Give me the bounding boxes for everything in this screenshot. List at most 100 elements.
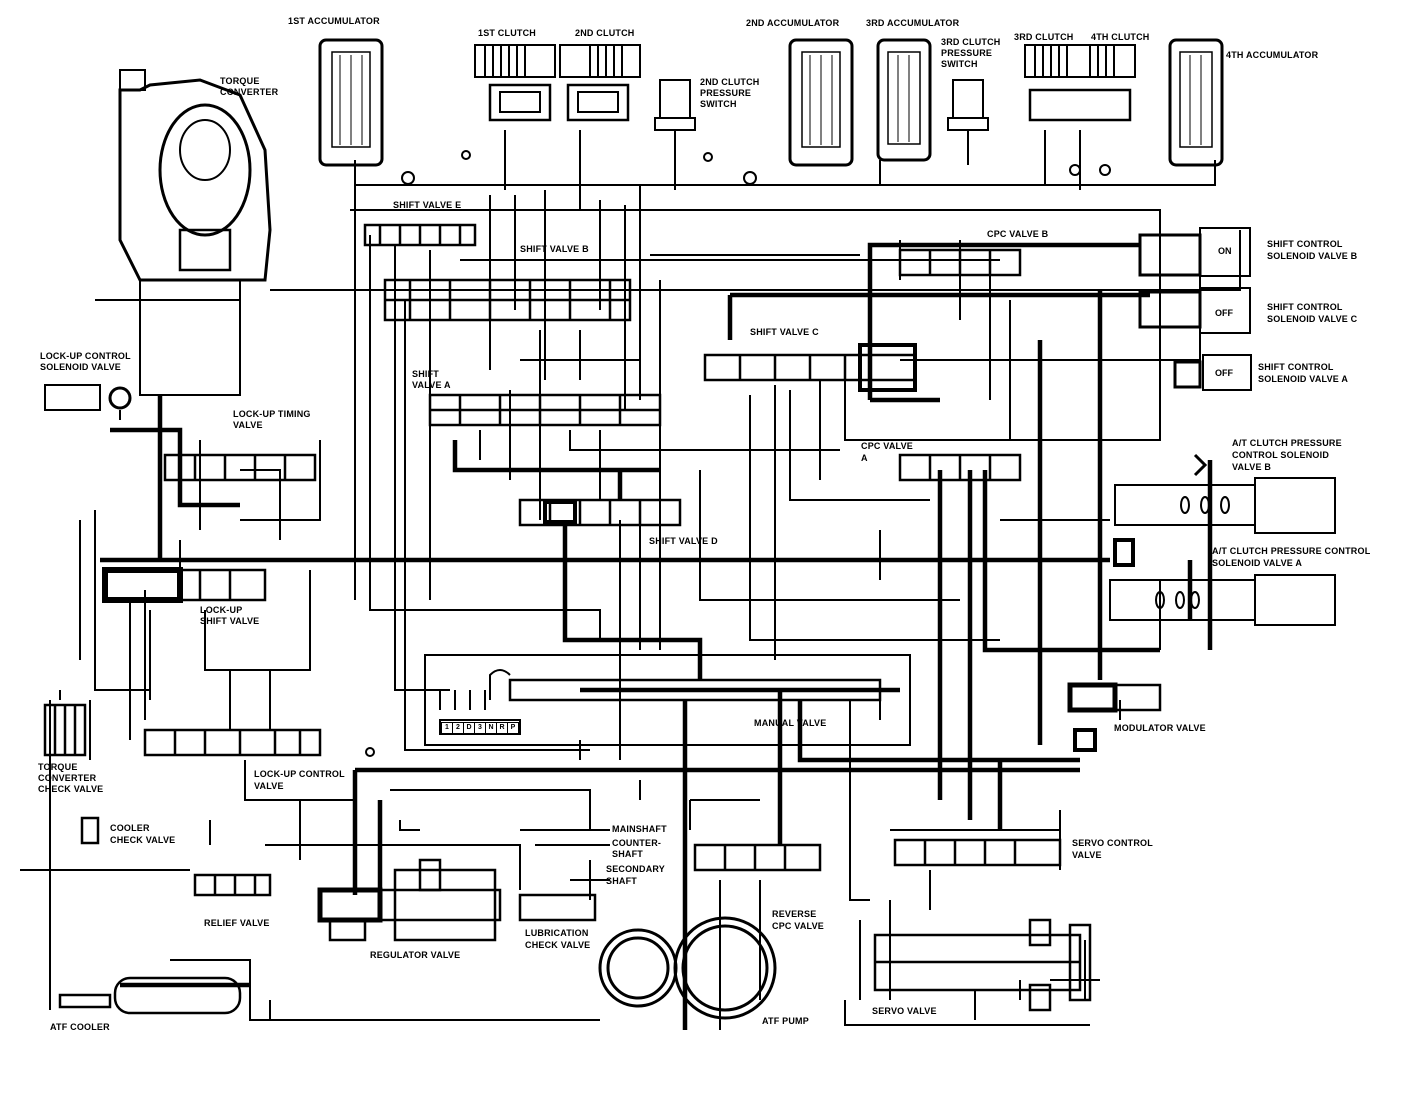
clutch-2-switch-label-3: SWITCH xyxy=(700,99,737,109)
shift-valve-e xyxy=(363,223,477,247)
fluid-passages-thick xyxy=(100,242,1213,1030)
atpc-b-label-1: A/T CLUTCH PRESSURE xyxy=(1232,438,1342,448)
tc-check-label-2: CONVERTER xyxy=(38,773,97,783)
lockup-solenoid-label-2: SOLENOID VALVE xyxy=(40,362,121,372)
atf-pump xyxy=(598,916,777,1020)
atpc-a-label-1: A/T CLUTCH PRESSURE CONTROL xyxy=(1212,546,1371,556)
servo-control-valve xyxy=(893,838,1062,867)
clutch-2-switch-label-2: PRESSURE xyxy=(700,88,752,98)
clutch-1 xyxy=(474,44,556,122)
mainshaft-label: MAINSHAFT xyxy=(612,824,667,834)
solenoid-c-label-1: SHIFT CONTROL xyxy=(1267,302,1343,312)
clutch-2-switch-label-1: 2ND CLUTCH xyxy=(700,77,760,87)
atpc-b-label-3: VALVE B xyxy=(1232,462,1272,472)
torque-converter-check-valve xyxy=(43,703,87,757)
clutch-2-pressure-switch xyxy=(654,79,696,165)
cpc-valve-a xyxy=(898,453,1022,482)
reverse-cpc-valve xyxy=(693,843,822,872)
servo-valve-label: SERVO VALVE xyxy=(872,1006,937,1016)
cpc-valve-a-label-1: CPC VALVE xyxy=(861,441,913,451)
shift-valve-c-label: SHIFT VALVE C xyxy=(750,327,819,337)
solenoid-a-label-2: SOLENOID VALVE A xyxy=(1258,374,1349,384)
accumulator-3 xyxy=(876,38,932,162)
lockup-shift-label-2: SHIFT VALVE xyxy=(200,616,260,626)
cpc-valve-a-label-2: A xyxy=(861,453,868,463)
relief-valve xyxy=(193,873,272,897)
lockup-timing-label-2: VALVE xyxy=(233,420,263,430)
solenoid-a-label-1: SHIFT CONTROL xyxy=(1258,362,1334,372)
cooler-check-valve xyxy=(80,816,100,845)
countershaft-label-2: SHAFT xyxy=(612,849,643,859)
tc-check-label-1: TORQUE xyxy=(38,762,78,772)
accumulator-4 xyxy=(1168,38,1224,167)
position-p: P xyxy=(507,722,519,734)
cooler-check-label-1: COOLER xyxy=(110,823,150,833)
atpc-solenoid-a xyxy=(1109,538,1336,626)
cpc-valve-b xyxy=(898,248,1022,277)
tc-check-label-3: CHECK VALVE xyxy=(38,784,104,794)
solenoid-b-state: ON xyxy=(1218,246,1232,256)
countershaft-label-1: COUNTER- xyxy=(612,838,662,848)
shift-valve-a-label-1: SHIFT xyxy=(412,369,439,379)
shift-control-solenoid-b xyxy=(1138,227,1251,277)
secondary-shaft-label-1: SECONDARY xyxy=(606,864,665,874)
cpc-valve-b-label: CPC VALVE B xyxy=(987,229,1049,239)
clutch-4-label: 4TH CLUTCH xyxy=(1091,32,1150,42)
modulator-valve-label: MODULATOR VALVE xyxy=(1114,723,1206,733)
shift-valve-a xyxy=(428,393,662,427)
modulator-valve xyxy=(1067,682,1162,752)
solenoid-a-state: OFF xyxy=(1215,368,1233,378)
regulator-valve xyxy=(317,858,502,942)
shift-valve-e-label: SHIFT VALVE E xyxy=(393,200,462,210)
shift-valve-c xyxy=(703,343,917,392)
lubrication-check-label-1: LUBRICATION xyxy=(525,928,589,938)
atpc-a-label-2: SOLENOID VALVE A xyxy=(1212,558,1303,568)
clutch-3-label: 3RD CLUTCH xyxy=(1014,32,1074,42)
clutch-1-label: 1ST CLUTCH xyxy=(478,28,536,38)
relief-valve-label: RELIEF VALVE xyxy=(204,918,270,928)
torque-converter-label-2: CONVERTER xyxy=(220,87,279,97)
secondary-shaft-label-2: SHAFT xyxy=(606,876,637,886)
atf-cooler xyxy=(58,976,242,1015)
clutch-3-pressure-switch xyxy=(947,79,989,165)
shift-valve-a-label-2: VALVE A xyxy=(412,380,451,390)
shift-valve-d xyxy=(518,498,682,527)
lockup-control-label-2: VALVE xyxy=(254,781,284,791)
clutch-3-switch-label-2: PRESSURE xyxy=(941,48,993,58)
lockup-solenoid-label-1: LOCK-UP CONTROL xyxy=(40,351,131,361)
manual-valve-label: MANUAL VALVE xyxy=(754,718,827,728)
shift-control-solenoid-a xyxy=(1173,354,1252,391)
accumulator-1-label: 1ST ACCUMULATOR xyxy=(288,16,380,26)
manual-valve xyxy=(424,654,911,746)
atf-cooler-label: ATF COOLER xyxy=(50,1022,110,1032)
lockup-control-label-1: LOCK-UP CONTROL xyxy=(254,769,345,779)
solenoid-c-state: OFF xyxy=(1215,308,1233,318)
shift-control-solenoid-c xyxy=(1138,287,1251,334)
fluid-passages-thin xyxy=(20,130,1241,1030)
lockup-control-solenoid xyxy=(44,384,132,411)
accumulator-2-label: 2ND ACCUMULATOR xyxy=(746,18,840,28)
servo-control-label-2: VALVE xyxy=(1072,850,1102,860)
torque-converter xyxy=(95,69,272,396)
lockup-timing-valve xyxy=(163,453,317,482)
accumulator-1 xyxy=(318,38,384,167)
clutch-3-switch-label-1: 3RD CLUTCH xyxy=(941,37,1001,47)
solenoid-b-label-1: SHIFT CONTROL xyxy=(1267,239,1343,249)
clutch-3-4 xyxy=(1024,44,1136,122)
regulator-valve-label: REGULATOR VALVE xyxy=(370,950,461,960)
shift-valve-b-label: SHIFT VALVE B xyxy=(520,244,589,254)
cooler-check-label-2: CHECK VALVE xyxy=(110,835,176,845)
atpc-solenoid-b xyxy=(1114,453,1336,534)
atpc-b-label-2: CONTROL SOLENOID xyxy=(1232,450,1330,460)
clutch-3-switch-label-3: SWITCH xyxy=(941,59,978,69)
lockup-shift-valve xyxy=(102,567,267,603)
shaft-references xyxy=(590,829,610,881)
servo-valve xyxy=(873,918,1092,1012)
servo-control-label-1: SERVO CONTROL xyxy=(1072,838,1153,848)
solenoid-b-label-2: SOLENOID VALVE B xyxy=(1267,251,1358,261)
lockup-timing-label-1: LOCK-UP TIMING xyxy=(233,409,311,419)
accumulator-2 xyxy=(788,38,854,167)
reverse-cpc-label-1: REVERSE xyxy=(772,909,817,919)
clutch-2 xyxy=(559,44,641,122)
